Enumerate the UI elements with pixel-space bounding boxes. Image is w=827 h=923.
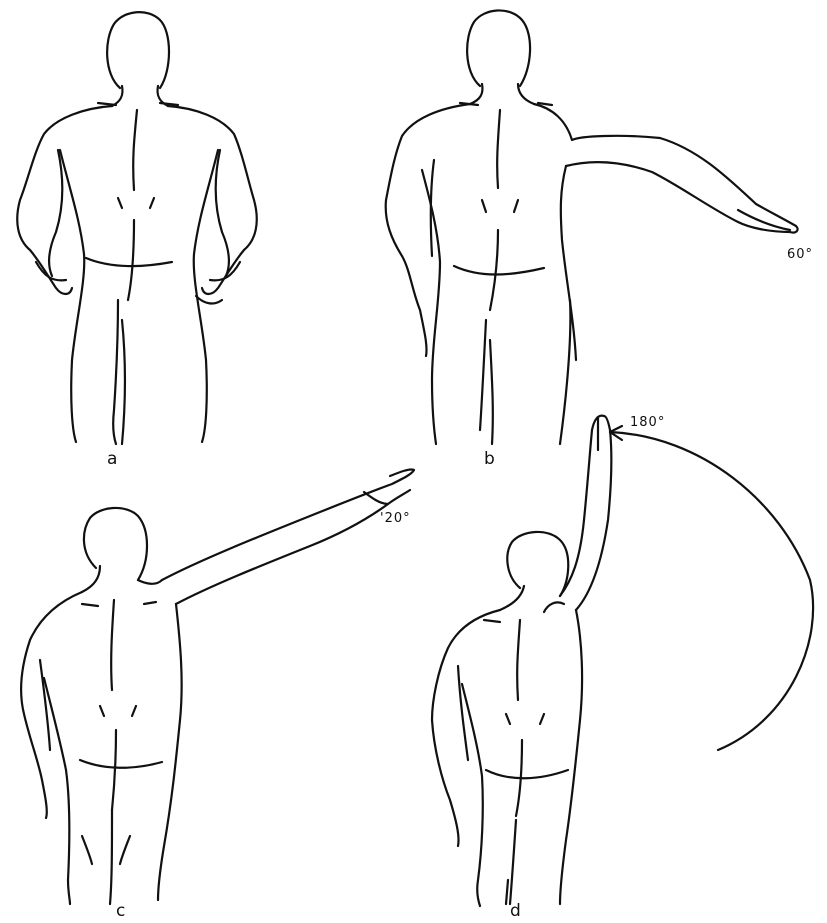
panel-label-d: d [510, 903, 521, 920]
angle-label-d: 180° [630, 416, 665, 429]
